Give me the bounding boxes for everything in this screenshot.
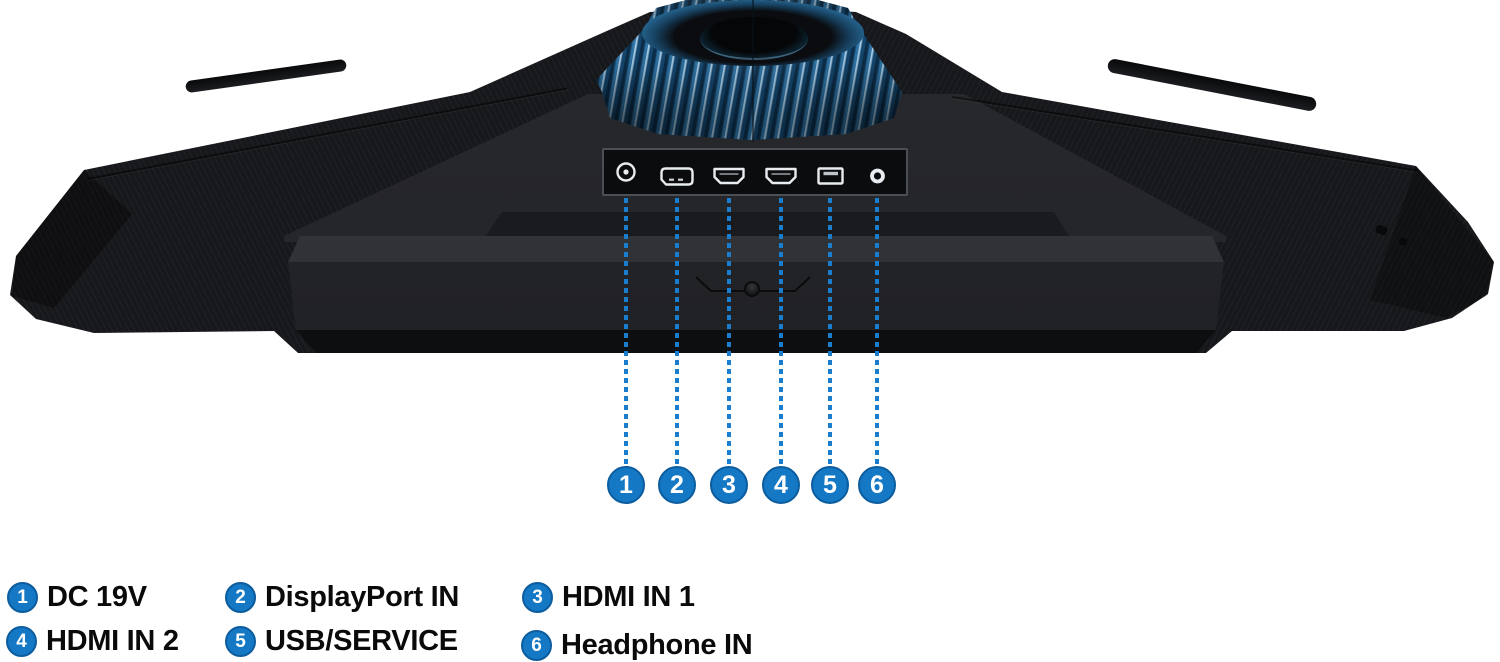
right-vent-slit	[1106, 57, 1318, 113]
legend-label: DC 19V	[47, 581, 147, 613]
callout-number-badge: 5	[811, 466, 849, 504]
callout-number-badge: 4	[762, 466, 800, 504]
callout-3: 3	[710, 198, 748, 504]
callout-4: 4	[762, 198, 800, 504]
displayport-port-icon	[660, 167, 694, 186]
dotted-leader-line	[779, 198, 783, 466]
hdmi-1-port-icon	[713, 167, 745, 185]
legend-label: HDMI IN 1	[562, 581, 695, 613]
legend-item-hdmi-2: 4 HDMI IN 2	[6, 625, 179, 658]
callout-number-badge: 2	[658, 466, 696, 504]
legend-number-badge: 5	[225, 626, 256, 657]
legend-label: Headphone IN	[561, 629, 753, 661]
ring-center-hole	[700, 17, 808, 60]
hdmi-2-port-icon	[765, 167, 797, 185]
left-vent-slit	[184, 58, 348, 94]
dotted-leader-line	[875, 198, 879, 466]
callout-number-badge: 1	[607, 466, 645, 504]
callout-6: 6	[858, 198, 896, 504]
dotted-leader-line	[828, 198, 832, 466]
usb-port-icon	[817, 167, 844, 185]
port-row	[616, 162, 885, 186]
legend-item-hdmi-1: 3 HDMI IN 1	[522, 581, 695, 614]
legend-label: HDMI IN 2	[46, 625, 179, 657]
legend-number-badge: 4	[6, 626, 37, 657]
headphone-jack-icon	[870, 168, 885, 184]
legend-item-usb-service: 5 USB/SERVICE	[225, 625, 458, 658]
legend-number-badge: 2	[225, 582, 256, 613]
callout-5: 5	[811, 198, 849, 504]
port-recess-panel	[602, 148, 908, 196]
dotted-leader-line	[624, 198, 628, 466]
dotted-leader-line	[675, 198, 679, 466]
legend-number-badge: 6	[521, 630, 552, 661]
dotted-leader-line	[727, 198, 731, 466]
jog-button	[744, 281, 760, 297]
legend-item-displayport: 2 DisplayPort IN	[225, 581, 459, 614]
dc-power-port-icon	[616, 162, 636, 182]
callout-number-badge: 6	[858, 466, 896, 504]
legend-number-badge: 1	[7, 582, 38, 613]
ring-seam-line	[752, 0, 754, 142]
legend-label: DisplayPort IN	[265, 581, 460, 613]
legend-item-dc: 1 DC 19V	[7, 581, 147, 614]
callout-1: 1	[607, 198, 645, 504]
legend-item-headphone: 6 Headphone IN	[521, 629, 753, 662]
callout-2: 2	[658, 198, 696, 504]
stand-mount-ring	[596, 0, 908, 142]
callout-number-badge: 3	[710, 466, 748, 504]
legend-label: USB/SERVICE	[265, 625, 458, 657]
legend-number-badge: 3	[522, 582, 553, 613]
